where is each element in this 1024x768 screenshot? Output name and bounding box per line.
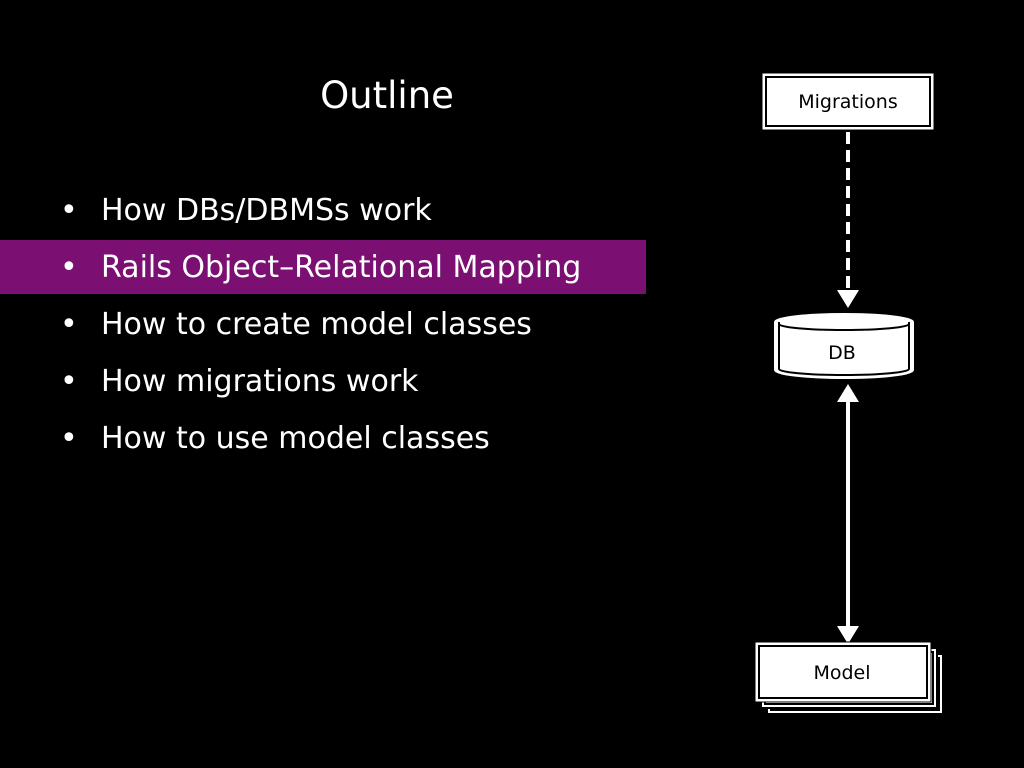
bullet-item: • How to use model classes <box>0 410 660 467</box>
bullet-item: • How DBs/DBMSs work <box>0 182 660 239</box>
bullet-list: • How DBs/DBMSs work • Rails Object–Rela… <box>0 182 660 467</box>
migrations-label: Migrations <box>798 91 897 113</box>
bullet-item: • How migrations work <box>0 353 660 410</box>
bullet-text: How DBs/DBMSs work <box>101 193 432 228</box>
bullet-dot-icon: • <box>60 421 78 456</box>
migrations-box: Migrations <box>761 72 935 131</box>
highlight-bar <box>0 240 646 294</box>
model-label: Model <box>813 662 870 684</box>
bullet-text: How migrations work <box>101 364 419 399</box>
bullet-dot-icon: • <box>60 364 78 399</box>
bullet-dot-icon: • <box>60 307 78 342</box>
bullet-item-highlighted: • Rails Object–Relational Mapping <box>0 239 660 296</box>
db-model-double-arrow <box>837 384 859 644</box>
bullet-text: Rails Object–Relational Mapping <box>101 250 582 285</box>
model-box-stack: Model <box>754 641 944 715</box>
migrations-to-db-arrow <box>837 132 859 308</box>
db-cylinder: DB <box>774 313 914 379</box>
db-label: DB <box>828 342 856 364</box>
bullet-dot-icon: • <box>60 250 78 285</box>
bullet-item: • How to create model classes <box>0 296 660 353</box>
slide-title: Outline <box>320 74 454 117</box>
bullet-text: How to create model classes <box>101 307 532 342</box>
bullet-dot-icon: • <box>60 193 78 228</box>
bullet-text: How to use model classes <box>101 421 490 456</box>
